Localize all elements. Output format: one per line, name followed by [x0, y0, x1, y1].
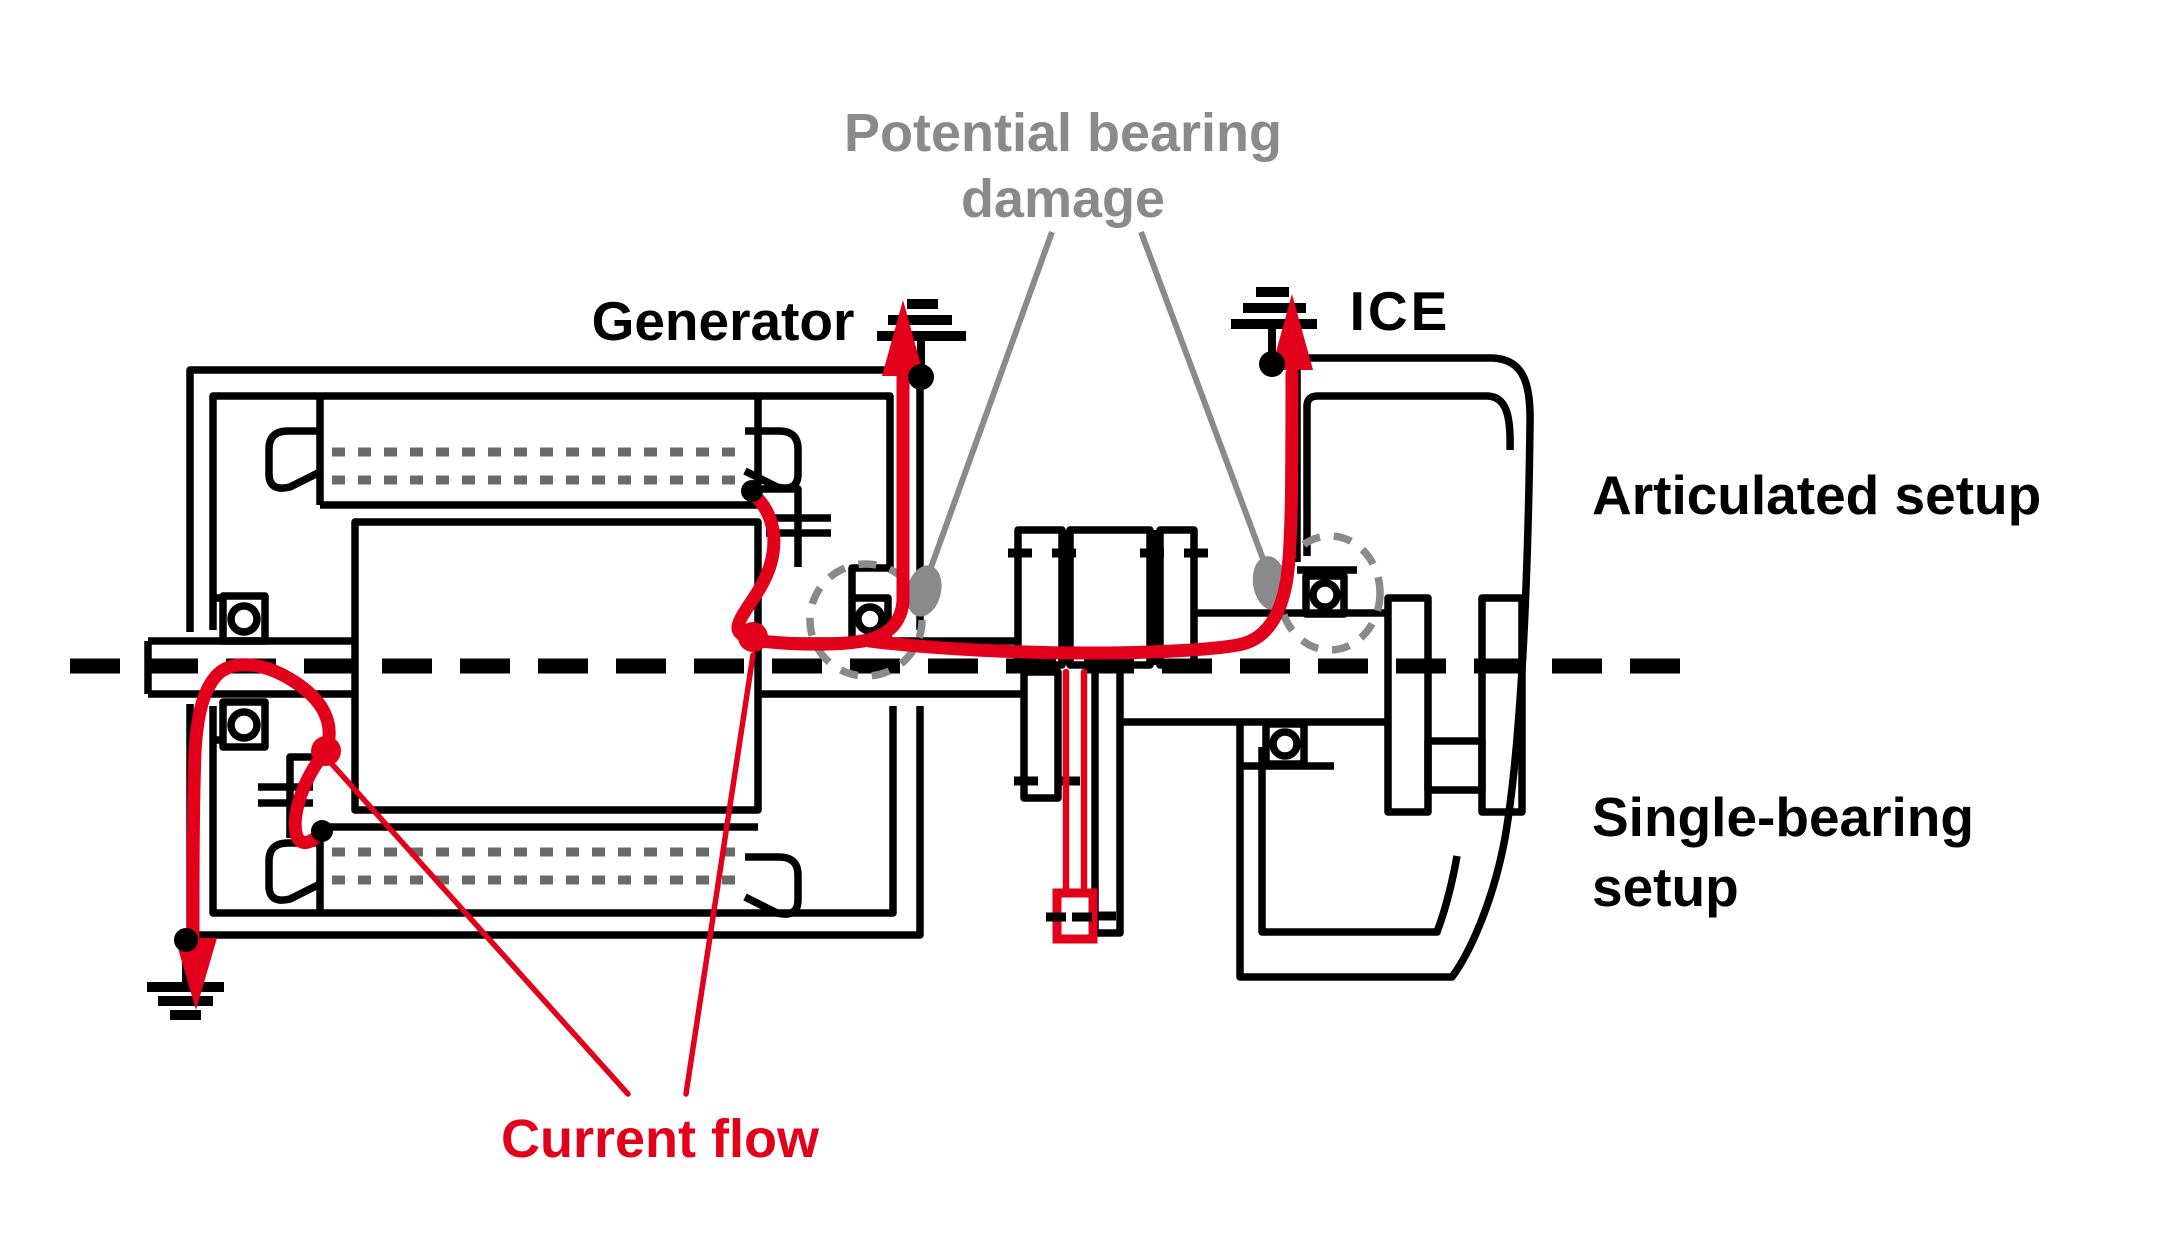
label-generator: Generator [591, 290, 855, 352]
winding-hook-top-right [743, 427, 802, 492]
generator-housing-inner-top [209, 392, 894, 630]
bearing-ice-top [1302, 572, 1348, 618]
crankshaft [1384, 594, 1526, 816]
generator-housing-inner-bottom [209, 706, 897, 917]
flexplate [1091, 672, 1124, 937]
generator-housing-outer-top [186, 366, 924, 632]
current-junction-dot-top [738, 622, 768, 652]
pointer-line-current-flow-left [328, 760, 631, 1097]
winding-hook-bottom-right [743, 853, 802, 918]
grounding-brush [1052, 668, 1098, 944]
winding-hook-bottom-left [265, 839, 324, 904]
bearing-ice-bottom [1262, 720, 1308, 768]
label-articulated-setup: Articulated setup [1592, 464, 2042, 526]
coupling-articulated [1008, 526, 1208, 669]
crank-nose-shaft [1120, 609, 1388, 726]
damage-circle-generator-bearing [806, 560, 926, 680]
bearing-generator-nde-bottom [219, 698, 269, 751]
current-arrows [175, 294, 1313, 1010]
pointer-line-damage-left [922, 230, 1055, 586]
label-damage-line1: Potential bearing [843, 103, 1283, 163]
current-junction-dot-bottom [311, 736, 341, 766]
current-arrow-ice-ground-icon [1271, 294, 1313, 370]
ice-block-outer [1236, 354, 1534, 981]
current-path-articulated-shaft-run [863, 367, 1299, 660]
ice-block-inner-bottom [1258, 747, 1461, 936]
machine-structure [144, 287, 1534, 1020]
pointer-line-damage-right [1138, 230, 1272, 577]
bearing-generator-nde-top [219, 592, 269, 645]
winding-hook-top-left [265, 427, 324, 492]
current-arrow-generator-ground-icon [882, 300, 924, 376]
label-potential-bearing-damage: Potential bearing damage [844, 100, 1282, 232]
damage-spot-generator [906, 565, 942, 617]
rotor-body [351, 518, 762, 814]
current-path-articulated-up-branch [745, 371, 910, 651]
label-single-bearing-setup: Single-bearing setup [1592, 782, 1974, 922]
current-paths [186, 367, 1299, 1097]
connection-dots [174, 351, 1285, 952]
label-single-line1: Single-bearing [1592, 786, 1974, 848]
current-path-single-bearing [186, 658, 336, 945]
label-damage-line2: damage [960, 169, 1166, 229]
label-single-line2: setup [1592, 856, 1739, 918]
label-ice: ICE [1349, 280, 1451, 342]
label-current-flow: Current flow [501, 1109, 819, 1169]
pointer-line-current-flow-right [683, 652, 756, 1097]
current-arrow-frame-ground-icon [175, 938, 217, 1010]
stator-bottom-lines [316, 823, 758, 913]
ice-block-inner-top [1303, 392, 1514, 556]
